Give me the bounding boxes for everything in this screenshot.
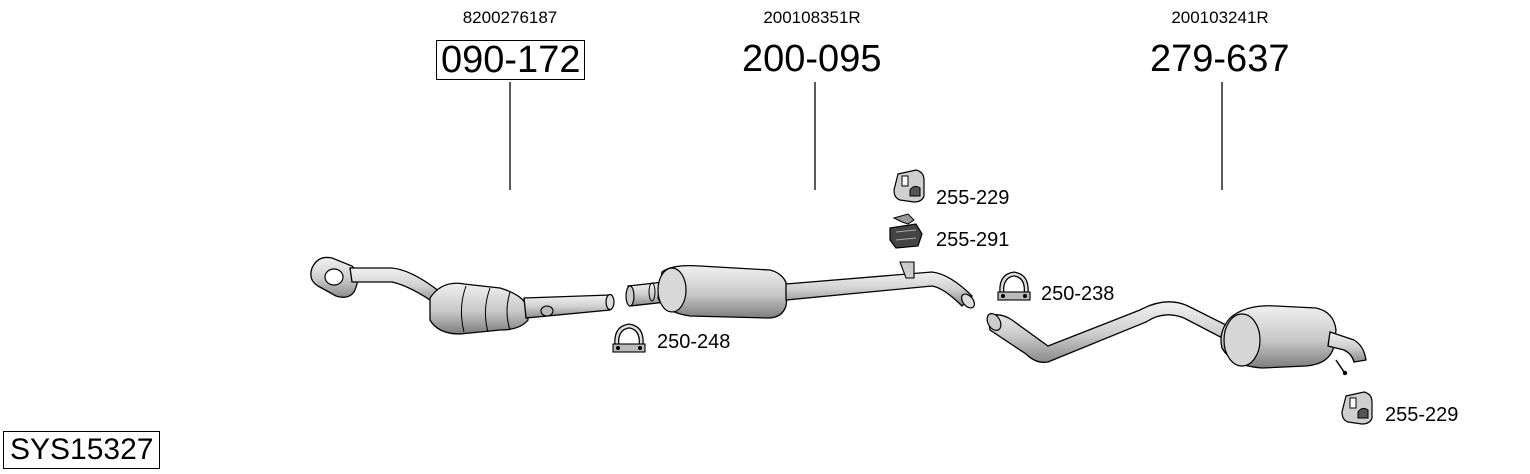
accessory-label-bracket[interactable]: 255-291 <box>936 229 1010 251</box>
part-number-middle-silencer[interactable]: 200-095 <box>742 38 882 80</box>
rubber-hanger-icon[interactable] <box>893 169 925 203</box>
part-number-catalytic-converter[interactable]: 090-172 <box>436 40 586 80</box>
middle-silencer[interactable] <box>625 261 977 319</box>
system-id-box: SYS15327 <box>3 431 161 469</box>
part-number-rear-silencer[interactable]: 279-637 <box>1150 38 1290 80</box>
pipe-clamp-icon[interactable] <box>997 271 1031 301</box>
oem-number-middle: 200108351R <box>763 8 861 27</box>
accessory-label-hanger-top[interactable]: 255-229 <box>936 187 1010 209</box>
oem-number-rear: 200103241R <box>1171 8 1269 27</box>
rubber-hanger-icon[interactable] <box>1341 391 1373 425</box>
accessory-label-clamp-rear[interactable]: 250-238 <box>1041 283 1115 305</box>
accessory-label-hanger-bottom[interactable]: 255-229 <box>1385 404 1459 426</box>
pipe-clamp-icon[interactable] <box>612 323 646 353</box>
catalytic-converter[interactable] <box>310 256 615 335</box>
oem-number-front: 8200276187 <box>462 8 558 27</box>
accessory-label-clamp-front[interactable]: 250-248 <box>657 331 731 353</box>
rear-silencer[interactable] <box>984 301 1367 376</box>
hanger-bracket-icon[interactable] <box>889 213 923 249</box>
